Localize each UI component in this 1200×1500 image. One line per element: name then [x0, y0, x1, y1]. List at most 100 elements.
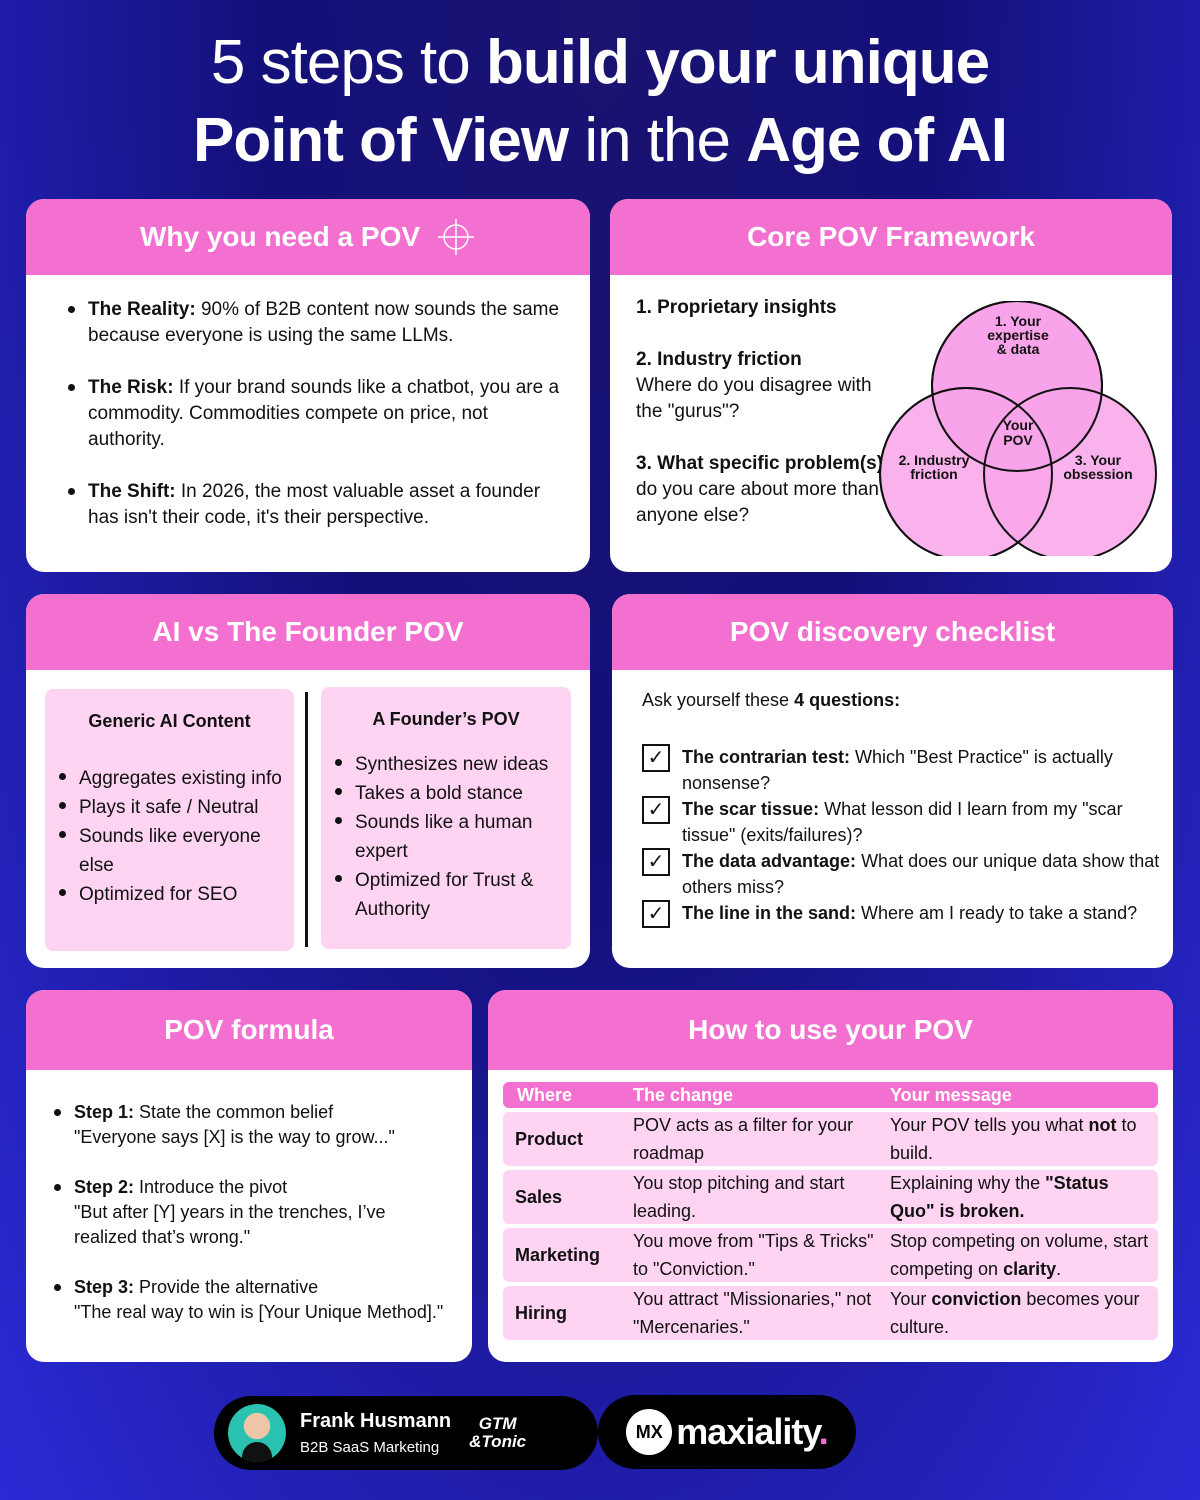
- venn-right-2: obsession: [1063, 466, 1132, 482]
- table-row: Hiring You attract "Missionaries," not "…: [503, 1286, 1158, 1340]
- checkbox-checked-icon[interactable]: ✓: [642, 900, 670, 928]
- item-text: Where am I ready to take a stand?: [861, 903, 1138, 923]
- checklist-item: ✓ The contrarian test: Which "Best Pract…: [642, 744, 1162, 796]
- step-label: Step 2:: [74, 1177, 135, 1197]
- framework-p1: 1. Proprietary insights: [636, 297, 837, 318]
- venn-left-1: 2. Industry: [899, 452, 970, 468]
- generic-ai-list: Aggregates existing info Plays it safe /…: [45, 764, 294, 909]
- venn-center-2: POV: [1003, 432, 1033, 448]
- venn-top-1: 1. Your: [995, 313, 1042, 329]
- cell-where: Marketing: [515, 1245, 601, 1265]
- list-item: Optimized for Trust & Authority: [333, 866, 561, 924]
- framework-text: 1. Proprietary insights 2. Industry fric…: [636, 295, 886, 555]
- cell-message: Your POV tells you what not to build.: [890, 1115, 1137, 1163]
- step-quote: "Everyone says [X] is the way to grow...…: [74, 1127, 395, 1147]
- step-label: Step 1:: [74, 1102, 135, 1122]
- item-label: The Risk:: [88, 377, 174, 398]
- founder-pov-title: A Founder’s POV: [372, 709, 520, 729]
- step-label: Step 3:: [74, 1277, 135, 1297]
- table-row: Product POV acts as a filter for your ro…: [503, 1112, 1158, 1166]
- usage-card: How to use your POV Where The change You…: [488, 990, 1173, 1362]
- ai-vs-header: AI vs The Founder POV: [26, 594, 590, 670]
- col-message: Your message: [890, 1084, 1012, 1105]
- item-label: The data advantage:: [682, 851, 857, 871]
- formula-card: POV formula Step 1: State the common bel…: [26, 990, 472, 1362]
- formula-header: POV formula: [26, 990, 472, 1070]
- list-item: The Shift: In 2026, the most valuable as…: [66, 479, 560, 531]
- item-label: The Reality:: [88, 299, 196, 320]
- column-divider: [305, 692, 308, 947]
- crosshair-icon: [438, 219, 475, 255]
- avatar: [228, 1404, 286, 1462]
- item-text: What does our unique data show that othe…: [682, 851, 1160, 897]
- step-text: Introduce the pivot: [139, 1177, 288, 1197]
- cell-where: Hiring: [515, 1303, 567, 1323]
- list-item: Step 3: Provide the alternative"The real…: [52, 1275, 452, 1325]
- author-name: Frank Husmann: [300, 1410, 452, 1432]
- generic-ai-title: Generic AI Content: [88, 711, 251, 731]
- why-list: The Reality: 90% of B2B content now soun…: [26, 275, 590, 531]
- framework-p2-title: 2. Industry friction: [636, 349, 802, 370]
- maxiality-badge[interactable]: MX maxiality.: [598, 1395, 856, 1469]
- item-text: What lesson did I learn from my "scar ti…: [682, 799, 1123, 845]
- cell-change: You stop pitching and start leading.: [633, 1173, 845, 1221]
- list-item: Plays it safe / Neutral: [57, 793, 284, 822]
- step-quote: "The real way to win is [Your Unique Met…: [74, 1302, 444, 1322]
- item-label: The Shift:: [88, 481, 176, 502]
- col-change: The change: [633, 1084, 734, 1105]
- gtm-tonic-logo: GTM &Tonic: [469, 1414, 527, 1451]
- checkbox-checked-icon[interactable]: ✓: [642, 796, 670, 824]
- intro-bold: 4 questions:: [794, 690, 901, 710]
- item-text: If your brand sounds like a chatbot, you…: [88, 377, 560, 450]
- why-pov-header: Why you need a POV: [26, 199, 590, 275]
- item-text: 90% of B2B content now sounds the same b…: [88, 299, 560, 346]
- checklist-card: POV discovery checklist Ask yourself the…: [612, 594, 1173, 968]
- brand-name: maxiality.: [676, 1411, 828, 1452]
- list-item: Aggregates existing info: [57, 764, 284, 793]
- cell-message: Explaining why the "Status Quo" is broke…: [890, 1173, 1109, 1221]
- framework-p3-title: 3. What specific problem(s): [636, 453, 884, 474]
- item-label: The contrarian test:: [682, 747, 851, 767]
- item-label: The line in the sand:: [682, 903, 857, 923]
- checkbox-checked-icon[interactable]: ✓: [642, 848, 670, 876]
- framework-p2-text: Where do you disagree with the "gurus"?: [636, 375, 872, 422]
- checklist-header: POV discovery checklist: [612, 594, 1173, 670]
- framework-heading: Core POV Framework: [747, 221, 1035, 252]
- why-pov-heading: Why you need a POV: [139, 221, 421, 252]
- venn-center-1: Your: [1003, 417, 1034, 433]
- ai-vs-founder-card: AI vs The Founder POV Generic AI Content…: [26, 594, 590, 968]
- step-quote: "But after [Y] years in the trenches, I’…: [74, 1202, 386, 1247]
- checklist-item: ✓ The line in the sand: Where am I ready…: [642, 900, 1162, 952]
- founder-pov-list: Synthesizes new ideas Takes a bold stanc…: [321, 750, 571, 924]
- title-light-1: 5 steps to: [210, 28, 471, 97]
- cell-change: You attract "Missionaries," not "Mercena…: [633, 1289, 872, 1337]
- list-item: Takes a bold stance: [333, 779, 561, 808]
- checklist-heading: POV discovery checklist: [729, 616, 1056, 647]
- founder-pov-column: A Founder’s POV Synthesizes new ideas Ta…: [321, 687, 571, 949]
- table-row: Marketing You move from "Tips & Tricks" …: [503, 1228, 1158, 1282]
- checklist-item: ✓ The scar tissue: What lesson did I lea…: [642, 796, 1162, 848]
- title-bold-1: build your unique: [485, 28, 990, 97]
- intro-text: Ask yourself these: [642, 690, 790, 710]
- mx-logo-icon: MX: [626, 1409, 673, 1455]
- cell-where: Product: [515, 1129, 584, 1149]
- usage-heading: How to use your POV: [688, 1014, 973, 1045]
- venn-left-2: friction: [910, 466, 957, 482]
- checklist-item: ✓ The data advantage: What does our uniq…: [642, 848, 1162, 900]
- why-pov-card: Why you need a POV The Reality: 90% of B…: [26, 199, 590, 572]
- venn-diagram: 1. Your expertise & data 2. Industry fri…: [879, 301, 1157, 556]
- title-light-2: in the: [584, 106, 731, 175]
- title-bold-2: Point of View: [192, 106, 569, 175]
- list-item: The Risk: If your brand sounds like a ch…: [66, 375, 560, 453]
- cell-message: Your conviction becomes your culture.: [890, 1289, 1140, 1337]
- checkbox-checked-icon[interactable]: ✓: [642, 744, 670, 772]
- author-badge[interactable]: Frank Husmann B2B SaaS Marketing GTM &To…: [214, 1396, 598, 1470]
- table-row: Sales You stop pitching and start leadin…: [503, 1170, 1158, 1224]
- cell-message: Stop competing on volume, start competin…: [890, 1231, 1149, 1279]
- checklist-items: ✓ The contrarian test: Which "Best Pract…: [642, 744, 1162, 952]
- list-item: Optimized for SEO: [57, 880, 284, 909]
- venn-circle-obsession: [983, 387, 1157, 556]
- formula-list: Step 1: State the common belief"Everyone…: [26, 1070, 472, 1325]
- cell-change: POV acts as a filter for your roadmap: [633, 1115, 854, 1163]
- venn-right-1: 3. Your: [1075, 452, 1122, 468]
